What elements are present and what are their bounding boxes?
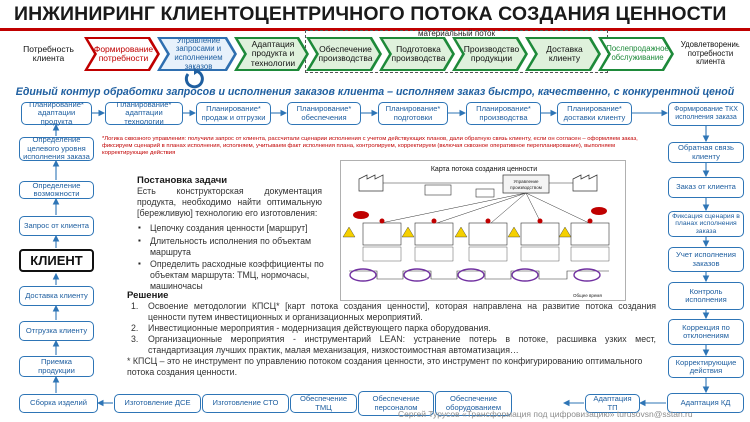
plan-adapt-product: Планирование* адаптации продукта — [21, 100, 92, 126]
plan-production: Планирование* производства — [466, 102, 541, 125]
form-tkh: Формирование ТКХ исполнения заказа — [668, 102, 744, 126]
plan-delivery: Планирование* доставки клиенту — [557, 102, 632, 125]
order-accounting: Учет исполнения заказов — [668, 247, 744, 272]
order-from-client: Заказ от клиента — [668, 177, 744, 198]
title-underline — [0, 28, 750, 31]
supply-personnel: Обеспечение персоналом — [358, 391, 434, 416]
plan-adapt-tech: Планирование* адаптации технологии — [105, 100, 183, 126]
chain-step-label: Потребность клиента — [22, 39, 81, 69]
delivery-to-client: Доставка клиенту — [19, 286, 94, 306]
chain-step-label: Управление запросами и исполнением заказ… — [161, 39, 234, 69]
chain-step-requests: Управление запросами и исполнением заказ… — [157, 37, 237, 71]
chain-step-label: Адаптация продукта и технологии — [238, 39, 306, 69]
chain-step-label: Доставка клиенту — [529, 39, 598, 69]
supply-tmc: Обеспечение ТМЦ — [290, 394, 357, 413]
task-title: Постановка задачи — [137, 175, 228, 186]
client-request: Запрос от клиента — [19, 216, 94, 236]
plan-sales: Планирование* продаж и отгрузки — [196, 102, 271, 125]
solution-text: Освоение методологии КПСЦ* [карт потока … — [148, 301, 656, 322]
kpsc-footnote: * КПСЦ – это не инструмент по управлению… — [127, 356, 643, 377]
shipment-to-client: Отгрузка клиенту — [19, 321, 94, 341]
task-body: Есть конструкторская документация продук… — [137, 186, 322, 218]
chain-step-label: Обеспечение производства — [310, 39, 379, 69]
chain-step-label: Производство продукции — [456, 39, 525, 69]
solution-item: 3. Организационные мероприятия - инструм… — [131, 334, 656, 355]
solution-number: 1. — [131, 301, 139, 311]
value-stream-map: Карта потока создания ценности Управлени… — [340, 160, 626, 301]
task-bullet: Определить расходные коэффициенты по объ… — [138, 259, 335, 291]
page-title: ИНЖИНИРИНГ КЛИЕНТОЦЕНТРИЧНОГО ПОТОКА СОЗ… — [14, 3, 727, 25]
chain-step-label: Удовлетворение потребности клиента — [675, 39, 744, 69]
solution-text: Инвестиционные мероприятия - модернизаци… — [148, 323, 491, 333]
target-level: Определение целевого уровня исполнения з… — [19, 135, 94, 161]
vsm-title: Карта потока создания ценности — [431, 166, 537, 173]
task-bullet: Цепочку создания ценности [маршрут] — [138, 223, 335, 234]
plan-supply: Планирование* обеспечения — [287, 102, 361, 125]
make-sto: Изготовление СТО — [202, 394, 289, 413]
solution-number: 3. — [131, 334, 139, 344]
chain-step-preparation: Подготовка производства — [379, 37, 455, 71]
svg-text:производством: производством — [510, 185, 542, 190]
client-box: КЛИЕНТ — [19, 249, 94, 272]
solution-item: 1. Освоение методологии КПСЦ* [карт пото… — [131, 301, 656, 322]
loop-subtitle: Единый контур обработки запросов и испол… — [15, 86, 735, 98]
chain-step-label: Формирование потребности — [88, 39, 157, 69]
vsm-footer-label: Общее время — [573, 293, 602, 298]
solution-title: Решение — [127, 290, 169, 301]
chain-step-supply: Обеспечение производства — [306, 37, 382, 71]
chain-step-delivery: Доставка клиенту — [525, 37, 601, 71]
scenario-fixation: Фиксация сценария в планах исполнения за… — [668, 211, 744, 237]
material-flow-label: материальный поток — [418, 29, 495, 38]
adapt-tp: Адаптация ТП — [585, 394, 640, 413]
vsm-drawing: Карта потока создания ценности Управлени… — [342, 166, 610, 298]
chain-step-label: Подготовка производства — [383, 39, 452, 69]
cycle-arrow-icon — [184, 68, 204, 89]
chain-step-need: Потребность клиента — [18, 37, 84, 71]
chain-step-aftersales: Послепродажное обслуживание — [598, 37, 674, 71]
determine-possibility: Определение возможности — [19, 181, 94, 199]
logic-note: *Логика сквозного управления: получили з… — [102, 136, 638, 157]
adapt-kd: Адаптация КД — [667, 393, 744, 413]
solution-number: 2. — [131, 323, 139, 333]
deviation-correction: Коррекция по отклонениям — [668, 319, 744, 345]
chain-step-production: Производство продукции — [452, 37, 528, 71]
chain-step-label: Послепродажное обслуживание — [602, 39, 671, 69]
solution-text: Организационные мероприятия - инструмент… — [148, 334, 656, 355]
product-acceptance: Приемка продукции — [19, 356, 94, 377]
assembly: Сборка изделий — [19, 394, 98, 413]
solution-item: 2. Инвестиционные мероприятия - модерниз… — [131, 323, 656, 334]
plan-preparation: Планирование* подготовки — [378, 102, 448, 125]
supply-equipment: Обеспечение оборудованием — [435, 391, 512, 416]
chain-step-adaptation: Адаптация продукта и технологии — [234, 37, 309, 71]
chain-step-forming: Формирование потребности — [84, 37, 160, 71]
author-footer: Сергей Турусов «Трансформация под цифров… — [398, 409, 693, 419]
task-bullet: Длительность исполнения по объектам марш… — [138, 236, 335, 258]
make-dse: Изготовление ДСЕ — [114, 394, 201, 413]
feedback-client: Обратная связь клиенту — [668, 142, 744, 163]
execution-control: Контроль исполнения — [668, 282, 744, 310]
corrective-actions: Корректирующие действия — [668, 356, 744, 378]
vsm-control-box: Управление — [513, 179, 539, 184]
chain-step-satisfaction: Удовлетворение потребности клиента — [671, 37, 747, 71]
